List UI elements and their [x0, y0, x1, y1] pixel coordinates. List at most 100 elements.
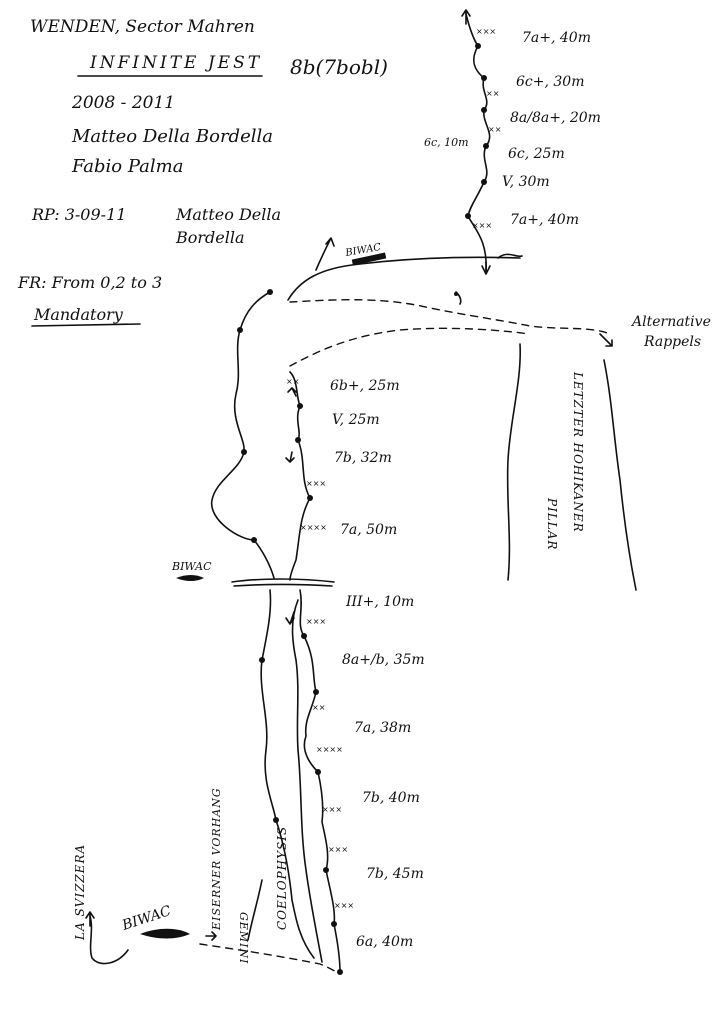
alt-rappels-label-2: Rappels [643, 334, 701, 350]
upper-bolts-3: ×× [488, 125, 501, 134]
upper-route-line [465, 13, 491, 273]
bivouac-mid-label: BIWAC [171, 560, 212, 573]
upper-belay-3 [481, 107, 487, 113]
middle-bolts-1: ×× [286, 377, 299, 386]
route-name: INFINITE JEST [89, 53, 262, 73]
lower-belay-1 [301, 633, 307, 639]
lower-bolts-5: ××× [328, 845, 348, 854]
first-ascent-author-2: Fabio Palma [71, 156, 183, 177]
middle-left-line [211, 291, 275, 579]
route-years: 2008 - 2011 [71, 93, 175, 113]
bivouac-mid-marker [176, 575, 204, 581]
middle-ledge-line [231, 578, 335, 583]
pitch-grade-17: 6a, 40m [356, 934, 413, 950]
upper-belay-1 [475, 43, 481, 49]
pitch-grade-6: V, 30m [502, 174, 550, 190]
coelophysis-belay-1 [259, 657, 265, 663]
upper-ledge-line [287, 256, 521, 301]
lower-bolts-1: ××× [306, 617, 326, 626]
lower-belay-3 [315, 769, 321, 775]
route-la-svizzera-label: LA SVIZZERA [73, 844, 87, 941]
upper-bolts-4: ××× [472, 221, 492, 230]
eiserner-route-arrow [205, 931, 217, 941]
first-ascent-author-1: Matteo Della Bordella [71, 126, 273, 147]
pillar-left-edge [506, 343, 522, 581]
redpoint-date: RP: 3-09-11 [31, 205, 126, 224]
pillar-label-2: PILLAR [545, 497, 559, 550]
middle-left-belay-2 [237, 327, 243, 333]
pitch-grade-15: 7b, 40m [362, 790, 420, 806]
la-svizzera-route-line [89, 915, 129, 965]
lower-route-line [299, 589, 341, 973]
upper-ledge-right [497, 253, 523, 259]
pitch-grade-9: V, 25m [332, 412, 380, 428]
lower-second-route-arrow [285, 611, 295, 625]
gemini-route-line [247, 879, 263, 941]
lower-bolts-3: ×××× [316, 745, 343, 754]
coelophysis-route-line [260, 589, 315, 959]
upper-belay-5 [481, 179, 487, 185]
middle-belay-2 [295, 437, 301, 443]
bivouac-top-arrow [315, 237, 335, 271]
lower-bolts-2: ×× [312, 703, 325, 712]
bivouac-top-marker [351, 252, 387, 266]
pitch-grade-11: 7a, 50m [340, 522, 397, 538]
lower-bolts-6: ××× [334, 901, 354, 910]
lower-belay-5 [331, 921, 337, 927]
middle-belay-1 [297, 403, 303, 409]
redpoint-climber-2: Bordella [175, 228, 245, 247]
gear-mandatory-underline [31, 323, 141, 327]
upper-belay-2 [481, 75, 487, 81]
pitch-grade-3: 8a/8a+, 20m [510, 110, 601, 126]
traverse-dashed-upper [289, 299, 611, 335]
pitch-grade-12: III+, 10m [345, 594, 414, 610]
alt-rappels-label-1: Alternative [630, 314, 711, 330]
middle-route-arrow-1 [287, 387, 297, 397]
middle-bolts-3: ×××× [300, 523, 327, 532]
location-title: WENDEN, Sector Mahren [30, 17, 255, 37]
pillar-label-1: LETZTER HOHIKANER [571, 371, 585, 533]
route-grade: 8b(7bobl) [290, 55, 388, 79]
pillar-right-edge [603, 359, 637, 591]
middle-left-belay-1 [267, 289, 273, 295]
lower-bolts-4: ××× [322, 805, 342, 814]
pitch-grade-4: 6c, 10m [424, 136, 469, 149]
middle-left-belay-4 [251, 537, 257, 543]
middle-left-belay-3 [241, 449, 247, 455]
lower-second-route-line [291, 599, 323, 963]
route-gemini-label: GEMINI [237, 912, 250, 964]
lower-belay-4 [323, 867, 329, 873]
upper-route-start-arrow [481, 261, 491, 275]
alt-rappels-arrow [599, 333, 613, 347]
traverse-dashed-lower [289, 327, 531, 367]
pitch-grade-14: 7a, 38m [354, 720, 411, 736]
lower-belay-2 [313, 689, 319, 695]
gear-mandatory: Mandatory [33, 305, 124, 324]
pitch-grade-2: 6c+, 30m [516, 74, 584, 90]
pitch-grade-8: 6b+, 25m [330, 378, 400, 394]
bivouac-bottom-marker [140, 928, 190, 939]
pitch-grade-13: 8a+/b, 35m [342, 652, 425, 668]
middle-route-arrow-2 [285, 451, 295, 463]
route-eiserner-label: EISERNER VORHANG [210, 787, 223, 931]
pitch-grade-10: 7b, 32m [334, 450, 392, 466]
pitch-grade-5: 6c, 25m [508, 146, 565, 162]
middle-belay-3 [307, 495, 313, 501]
ground-dashed-approach [199, 943, 341, 975]
redpoint-climber-1: Matteo Della [175, 205, 281, 224]
upper-bolts-1: ××× [476, 27, 496, 36]
gear-note: FR: From 0,2 to 3 [17, 273, 162, 292]
upper-ledge-dot [454, 292, 458, 296]
pitch-grade-7: 7a+, 40m [510, 212, 579, 228]
upper-bolts-2: ×× [486, 89, 499, 98]
la-svizzera-route-arrow [85, 911, 95, 927]
route-coelophysis-label: COELOPHYSIS [275, 826, 289, 930]
middle-bolts-2: ××× [306, 479, 326, 488]
upper-belay-6 [465, 213, 471, 219]
upper-belay-4 [483, 143, 489, 149]
coelophysis-belay-2 [273, 817, 279, 823]
middle-ledge-line-2 [233, 583, 333, 587]
upper-route-top-arrow [461, 9, 471, 25]
pitch-grade-1: 7a+, 40m [522, 30, 591, 46]
